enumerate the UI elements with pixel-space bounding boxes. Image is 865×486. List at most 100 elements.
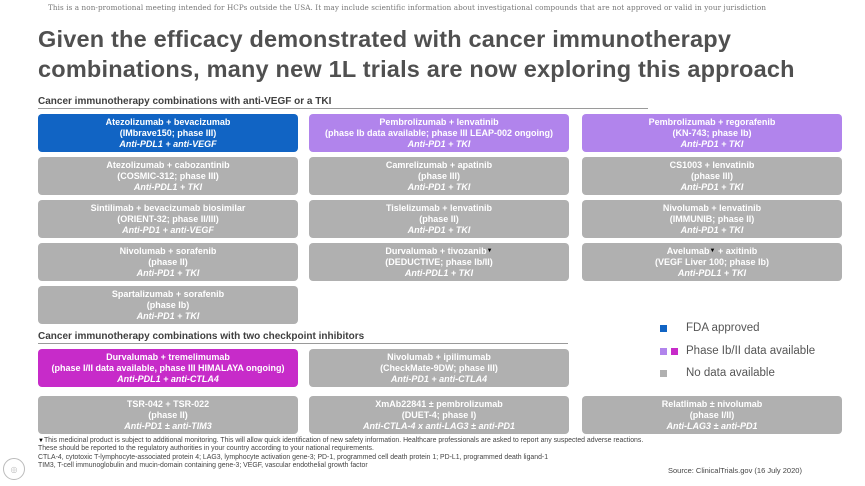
footnote-abbreviations-2: TIM3, T-cell immunoglobulin and mucin-do… bbox=[38, 461, 368, 469]
trial-mechanism: Anti-PDL1 + anti-VEGF bbox=[119, 138, 217, 149]
legend-swatch-grey bbox=[660, 369, 667, 377]
trial-name-part1: Avelumab bbox=[666, 245, 710, 256]
legend-phase-data: Phase Ib/II data available bbox=[660, 345, 815, 357]
trial-box-relatlimab-nivolumab: Relatlimab ± nivolumab (phase I/II) Anti… bbox=[582, 396, 842, 434]
trial-box-tislelizumab-lenvatinib: Tislelizumab + lenvatinib (phase II) Ant… bbox=[309, 200, 569, 238]
trial-box-camrelizumab-apatinib: Camrelizumab + apatinib (phase III) Anti… bbox=[309, 157, 569, 195]
trial-detail: (ORIENT-32; phase II/III) bbox=[117, 213, 219, 224]
trial-mechanism: Anti-PD1 + TKI bbox=[680, 224, 744, 235]
trial-name: Pembrolizumab + regorafenib bbox=[648, 116, 776, 127]
legend-swatch-magenta bbox=[671, 347, 678, 355]
trial-mechanism: Anti-PD1 ± anti-TIM3 bbox=[124, 420, 212, 431]
trial-name: Sintilimab + bevacizumab biosimilar bbox=[90, 202, 246, 213]
trial-box-nivolumab-sorafenib: Nivolumab + sorafenib (phase II) Anti-PD… bbox=[38, 243, 298, 281]
trial-name: TSR-042 + TSR-022 bbox=[126, 398, 210, 409]
trial-name: CS1003 + lenvatinib bbox=[669, 159, 755, 170]
trial-mechanism: Anti-PD1 + anti-VEGF bbox=[122, 224, 214, 235]
page-title: Given the efficacy demonstrated with can… bbox=[38, 24, 858, 84]
trial-box-atezolizumab-bevacizumab: Atezolizumab + bevacizumab (IMbrave150; … bbox=[38, 114, 298, 152]
trial-detail: (phase Ib data available; phase III LEAP… bbox=[324, 127, 554, 138]
trial-name: Pembrolizumab + lenvatinib bbox=[379, 116, 499, 127]
trial-box-spartalizumab-sorafenib: Spartalizumab + sorafenib (phase Ib) Ant… bbox=[38, 286, 298, 324]
trial-name: Relatlimab ± nivolumab bbox=[661, 398, 763, 409]
trial-box-pembrolizumab-regorafenib: Pembrolizumab + regorafenib (KN-743; pha… bbox=[582, 114, 842, 152]
trial-mechanism: Anti-PD1 + TKI bbox=[136, 310, 200, 321]
trial-name: Atezolizumab + bevacizumab bbox=[105, 116, 231, 127]
footnote-monitoring: ▼This medicinal product is subject to ad… bbox=[38, 437, 648, 454]
trial-mechanism: Anti-PD1 + TKI bbox=[680, 138, 744, 149]
trial-detail: (phase III) bbox=[690, 170, 733, 181]
trial-detail: (phase III) bbox=[417, 170, 460, 181]
section-label-two-checkpoint: Cancer immunotherapy combinations with t… bbox=[38, 331, 365, 342]
trial-detail: (phase I/II) bbox=[689, 409, 735, 420]
legend-fda-approved: FDA approved bbox=[660, 322, 760, 334]
trial-name: Camrelizumab + apatinib bbox=[385, 159, 493, 170]
trial-name: Nivolumab + sorafenib bbox=[119, 245, 217, 256]
trial-detail: (phase II) bbox=[148, 256, 188, 267]
black-triangle-icon: ▼ bbox=[486, 247, 493, 254]
trial-box-xmab22841-pembrolizumab: XmAb22841 ± pembrolizumab (DUET-4; phase… bbox=[309, 396, 569, 434]
trial-box-tsr042-tsr022: TSR-042 + TSR-022 (phase II) Anti-PD1 ± … bbox=[38, 396, 298, 434]
trial-name: Durvalumab + tremelimumab bbox=[106, 351, 230, 362]
black-triangle-icon: ▼ bbox=[709, 247, 716, 254]
legend-label: FDA approved bbox=[686, 322, 760, 334]
trial-detail: (IMMUNIB; phase II) bbox=[669, 213, 755, 224]
trial-mechanism: Anti-PD1 + TKI bbox=[680, 181, 744, 192]
trial-box-durvalumab-tivozanib: Durvalumab + tivozanib▼ (DEDUCTIVE; phas… bbox=[309, 243, 569, 281]
section-divider bbox=[38, 343, 568, 344]
trial-name: Nivolumab + lenvatinib bbox=[662, 202, 762, 213]
legend-label: No data available bbox=[686, 367, 775, 379]
trial-name: Tislelizumab + lenvatinib bbox=[385, 202, 493, 213]
trial-box-nivolumab-lenvatinib: Nivolumab + lenvatinib (IMMUNIB; phase I… bbox=[582, 200, 842, 238]
footnote: ▼This medicinal product is subject to ad… bbox=[38, 437, 648, 470]
trial-detail: (phase II) bbox=[148, 409, 188, 420]
trial-detail: (VEGF Liver 100; phase Ib) bbox=[654, 256, 770, 267]
legend-label: Phase Ib/II data available bbox=[686, 345, 816, 357]
trial-detail: (COSMIC-312; phase III) bbox=[117, 170, 219, 181]
trial-detail: (phase II) bbox=[419, 213, 459, 224]
trial-detail: (DUET-4; phase I) bbox=[401, 409, 477, 420]
trial-name-part2: + axitinib bbox=[715, 245, 758, 256]
trial-name-text: Durvalumab + tivozanib bbox=[385, 245, 487, 256]
legend-no-data: No data available bbox=[660, 367, 775, 379]
trial-mechanism: Anti-PD1 + TKI bbox=[407, 181, 471, 192]
trial-detail: (CheckMate-9DW; phase III) bbox=[380, 362, 498, 373]
trial-detail: (KN-743; phase Ib) bbox=[672, 127, 752, 138]
trial-box-atezolizumab-cabozantinib: Atezolizumab + cabozantinib (COSMIC-312;… bbox=[38, 157, 298, 195]
trial-detail: (phase Ib) bbox=[146, 299, 190, 310]
trial-mechanism: Anti-PD1 + TKI bbox=[407, 224, 471, 235]
section-divider bbox=[38, 108, 648, 109]
trial-mechanism: Anti-PD1 + TKI bbox=[136, 267, 200, 278]
trial-box-durvalumab-tremelimumab: Durvalumab + tremelimumab (phase I/II da… bbox=[38, 349, 298, 387]
trial-name: Atezolizumab + cabozantinib bbox=[106, 159, 230, 170]
legend-swatch-blue bbox=[660, 324, 667, 332]
legend-swatch-purple bbox=[660, 347, 667, 355]
trial-box-nivolumab-ipilimumab: Nivolumab + ipilimumab (CheckMate-9DW; p… bbox=[309, 349, 569, 387]
trial-box-cs1003-lenvatinib: CS1003 + lenvatinib (phase III) Anti-PD1… bbox=[582, 157, 842, 195]
title-line-1: Given the efficacy demonstrated with can… bbox=[38, 26, 732, 52]
trial-name: Nivolumab + ipilimumab bbox=[387, 351, 491, 362]
disclaimer-text: This is a non-promotional meeting intend… bbox=[48, 3, 767, 12]
trial-name: Spartalizumab + sorafenib bbox=[111, 288, 225, 299]
trial-name: Avelumab▼ + axitinib bbox=[586, 246, 838, 257]
trial-box-sintilimab-bevacizumab: Sintilimab + bevacizumab biosimilar (ORI… bbox=[38, 200, 298, 238]
trial-mechanism: Anti-PDL1 + TKI bbox=[404, 267, 474, 278]
watermark-logo-icon: ◎ bbox=[3, 458, 25, 480]
trial-detail: (phase I/II data available, phase III HI… bbox=[51, 362, 285, 373]
footnote-monitoring-text: This medicinal product is subject to add… bbox=[38, 437, 644, 453]
section-label-anti-vegf-tki: Cancer immunotherapy combinations with a… bbox=[38, 96, 332, 107]
trial-mechanism: Anti-PDL1 + anti-CTLA4 bbox=[117, 373, 219, 384]
footnote-abbreviations-1: CTLA-4, cytotoxic T-lymphocyte-associate… bbox=[38, 453, 549, 461]
trial-mechanism: Anti-PD1 + anti-CTLA4 bbox=[390, 373, 488, 384]
title-line-2: combinations, many new 1L trials are now… bbox=[38, 56, 795, 82]
trial-detail: (DEDUCTIVE; phase Ib/II) bbox=[385, 256, 493, 267]
source-citation: Source: ClinicalTrials.gov (16 July 2020… bbox=[668, 466, 802, 475]
trial-name: Durvalumab + tivozanib▼ bbox=[313, 246, 565, 257]
trial-mechanism: Anti-PDL1 + TKI bbox=[677, 267, 747, 278]
trial-mechanism: Anti-CTLA-4 x anti-LAG3 ± anti-PD1 bbox=[363, 420, 515, 431]
black-triangle-icon: ▼ bbox=[38, 438, 44, 444]
trial-mechanism: Anti-LAG3 ± anti-PD1 bbox=[666, 420, 758, 431]
trial-mechanism: Anti-PD1 + TKI bbox=[407, 138, 471, 149]
trial-box-pembrolizumab-lenvatinib: Pembrolizumab + lenvatinib (phase Ib dat… bbox=[309, 114, 569, 152]
trial-detail: (IMbrave150; phase III) bbox=[119, 127, 217, 138]
